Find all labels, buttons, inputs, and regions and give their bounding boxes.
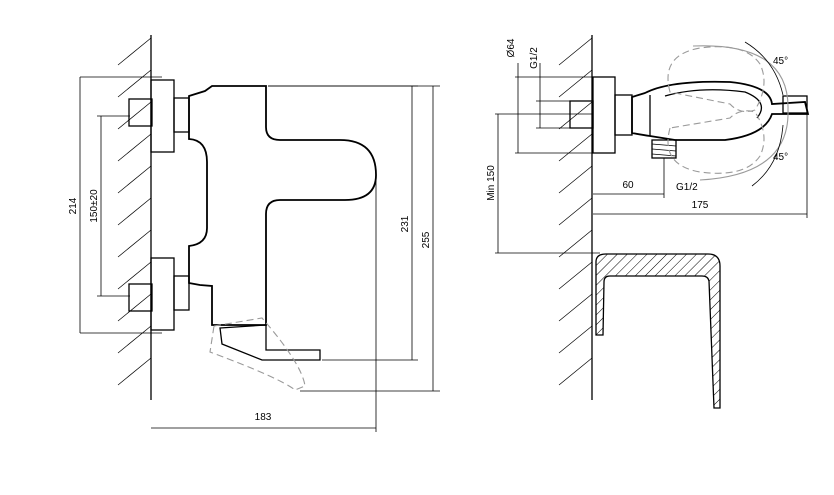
upper-nut bbox=[173, 97, 190, 133]
front-view: 214 150±20 231 255 183 bbox=[68, 35, 440, 432]
lever bbox=[219, 324, 321, 361]
dim-dia-64: Ø64 bbox=[506, 38, 517, 57]
side-spout-tip bbox=[782, 95, 808, 114]
front-wall-hatching bbox=[117, 37, 152, 386]
angle-45-top: 45° bbox=[773, 56, 788, 67]
side-wall-hatching bbox=[558, 37, 593, 386]
dim-255: 255 bbox=[421, 231, 432, 248]
upper-pipe bbox=[128, 98, 153, 127]
side-pipe bbox=[569, 100, 594, 129]
side-nut bbox=[614, 94, 633, 136]
angle-arc-top bbox=[744, 41, 784, 96]
lower-escutcheon bbox=[150, 257, 175, 331]
side-escutcheon bbox=[592, 76, 616, 154]
mixer-body bbox=[188, 85, 377, 326]
dim-150-tol: 150±20 bbox=[89, 189, 100, 223]
upper-escutcheon bbox=[150, 79, 175, 153]
side-body-inner bbox=[664, 89, 763, 119]
dim-231: 231 bbox=[400, 215, 411, 232]
dim-min-150: Min 150 bbox=[486, 165, 497, 201]
lever-ghost-top bbox=[667, 46, 765, 113]
dim-183: 183 bbox=[255, 412, 272, 423]
dim-214: 214 bbox=[68, 197, 79, 214]
dim-175: 175 bbox=[692, 200, 709, 211]
angle-45-bottom: 45° bbox=[773, 152, 788, 163]
lower-nut bbox=[173, 275, 190, 311]
lever-ghost-bottom bbox=[667, 110, 765, 174]
dim-thread-top: G1/2 bbox=[529, 47, 540, 69]
bathtub-section bbox=[595, 253, 721, 409]
angle-arc-bottom bbox=[751, 124, 784, 187]
dim-thread-bottom: G1/2 bbox=[676, 182, 698, 193]
dim-60: 60 bbox=[622, 180, 634, 191]
lever-open-position bbox=[209, 317, 306, 391]
side-view: 45° 45° Ø64 G1/2 Min 150 60 G1/2 175 bbox=[486, 35, 810, 409]
lower-pipe bbox=[128, 283, 153, 312]
